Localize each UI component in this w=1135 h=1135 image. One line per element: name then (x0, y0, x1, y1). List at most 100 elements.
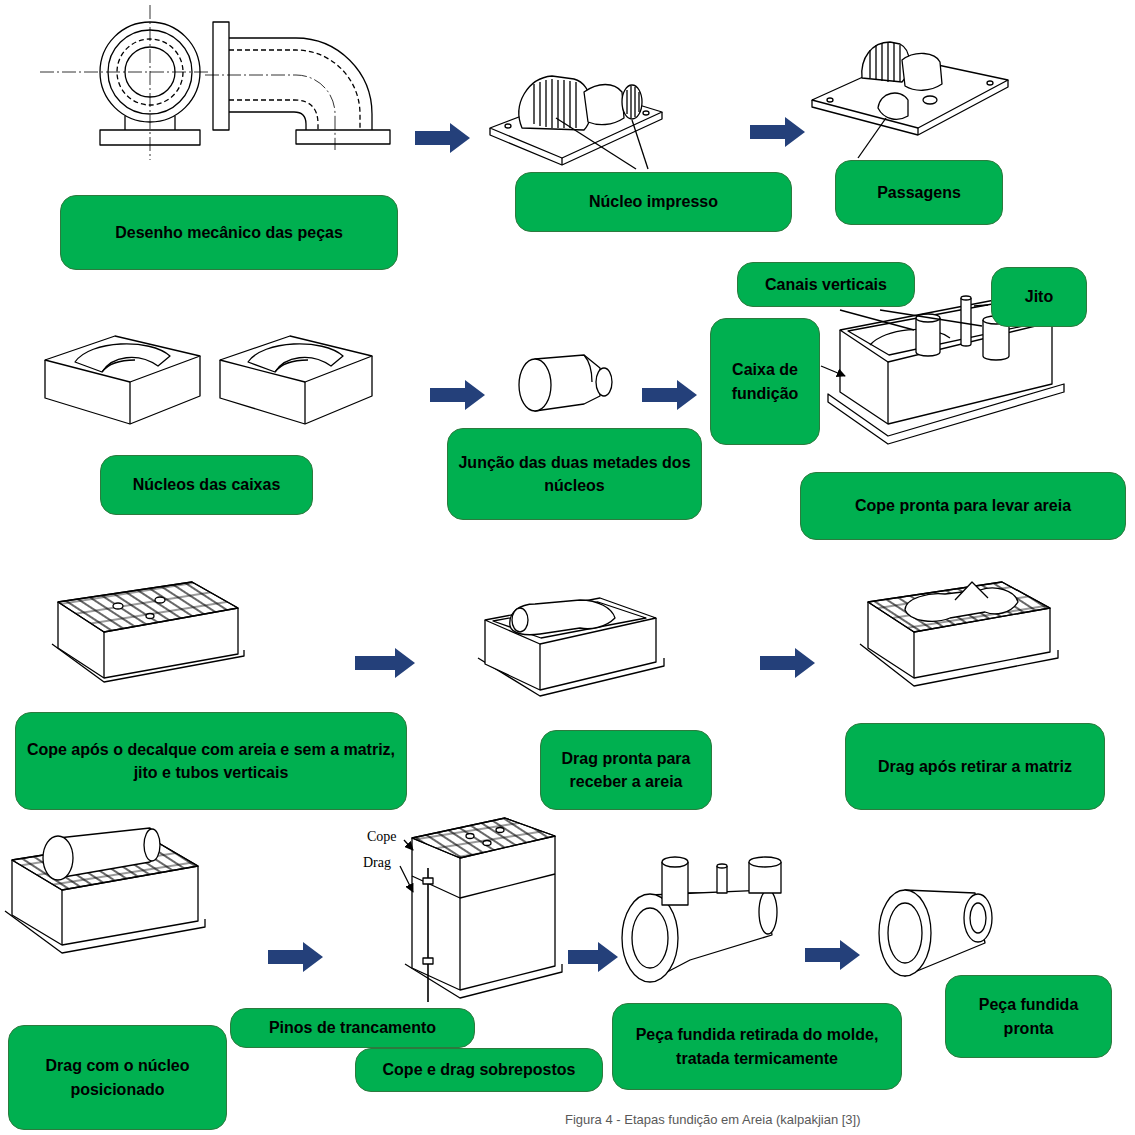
core-box (275, 360, 308, 372)
step-box: Caixa de fundição (710, 318, 820, 445)
mechanical-drawing (40, 5, 390, 160)
sanded-drag (868, 582, 1050, 632)
gating-plate (902, 53, 942, 90)
raw-casting (717, 864, 727, 868)
raw-casting (759, 890, 777, 934)
drag-with-core (61, 890, 62, 945)
finished-casting (970, 903, 986, 933)
drag-with-core (5, 828, 205, 953)
mechanical-drawing (229, 100, 318, 130)
sanded-drag (955, 582, 988, 600)
core-box (75, 344, 170, 372)
mechanical-drawing (205, 75, 335, 150)
step-box: Pinos de trancamento (230, 1008, 475, 1048)
mechanical-drawing (100, 22, 200, 122)
drag-flask (485, 598, 656, 644)
raw-casting (632, 908, 668, 968)
step-label: Canais verticais (765, 273, 887, 296)
step-box: Cope pronta para levar areia (800, 472, 1126, 540)
mechanical-drawing (150, 5, 151, 160)
leader-line (400, 866, 413, 892)
drag-flask (478, 598, 664, 696)
raw-casting (622, 857, 781, 982)
step-label: Pinos de trancamento (269, 1016, 436, 1039)
cope-flask (887, 362, 888, 424)
step-arrow (268, 942, 323, 972)
gating-plate (827, 98, 833, 102)
leader-line (400, 840, 413, 892)
pattern-plate (505, 124, 511, 128)
core-box (45, 336, 200, 382)
part-label: Drag (362, 855, 392, 871)
leader-line (858, 118, 886, 158)
step-label: Desenho mecânico das peças (115, 221, 343, 244)
finished-casting (879, 890, 931, 976)
closed-flask (466, 834, 474, 839)
core-box (220, 336, 372, 382)
closed-flask (412, 818, 555, 858)
pattern-plate (490, 76, 662, 165)
leader-line (556, 118, 648, 169)
raw-casting (662, 862, 688, 905)
mechanical-drawing (213, 22, 229, 130)
step-label: Cope após o decalque com areia e sem a m… (26, 738, 396, 784)
step-label: Peça fundida retirada do molde, tratada … (623, 1023, 891, 1069)
step-box: Junção das duas metades dos núcleos (447, 428, 702, 520)
step-label: Peça fundida pronta (956, 993, 1101, 1039)
sanded-drag (913, 632, 914, 678)
sanded-drag (868, 582, 1050, 632)
step-label: Drag pronta para receber a areia (551, 747, 701, 793)
leader-line (858, 118, 886, 158)
pattern-plate (519, 76, 591, 130)
mechanical-drawing (117, 39, 183, 105)
step-box: Desenho mecânico das peças (60, 195, 398, 270)
mechanical-drawing (100, 130, 200, 145)
sanded-cope (58, 582, 238, 632)
closed-flask (423, 878, 433, 884)
gating-plate (812, 42, 1008, 135)
closed-flask (412, 818, 555, 858)
step-label: Junção das duas metades dos núcleos (458, 451, 691, 497)
closed-flask (427, 868, 429, 1002)
sanded-drag (868, 582, 1050, 632)
closed-flask (412, 818, 555, 858)
core (596, 368, 612, 396)
sanded-cope (58, 582, 238, 632)
pattern-plate (622, 85, 642, 119)
raw-casting (749, 857, 781, 867)
sanded-drag (868, 582, 1050, 632)
raw-casting (662, 857, 688, 867)
closed-flask (405, 818, 562, 1002)
sanded-cope (58, 582, 238, 632)
gating-plate (870, 42, 900, 82)
cope-flask (961, 298, 971, 346)
core-box (129, 382, 130, 424)
step-box: Núcleos das caixas (100, 455, 313, 515)
raw-casting (717, 866, 727, 893)
core-box (45, 336, 372, 424)
mechanical-drawing (125, 47, 175, 97)
leader-line (404, 840, 413, 850)
step-label: Núcleos das caixas (133, 473, 281, 496)
leader-line (632, 120, 648, 169)
gating-plate (878, 93, 908, 119)
finished-casting (879, 890, 992, 976)
core (519, 355, 612, 411)
step-label: Passagens (877, 181, 961, 204)
step-label: Núcleo impresso (589, 190, 718, 213)
closed-flask (459, 858, 460, 990)
pattern-plate (561, 158, 562, 165)
drag-with-core (43, 836, 73, 880)
mechanical-drawing (108, 30, 192, 114)
step-label: Cope e drag sobrepostos (383, 1058, 576, 1081)
mechanical-drawing (229, 50, 360, 130)
figure-caption: Figura 4 - Etapas fundição em Areia (kal… (565, 1112, 861, 1127)
gating-plate (923, 96, 937, 104)
step-arrow (805, 940, 860, 970)
mechanical-drawing (229, 38, 372, 130)
sanded-cope (52, 582, 244, 682)
closed-flask (496, 828, 504, 833)
sanded-cope (155, 597, 165, 603)
step-arrow (430, 380, 485, 410)
mechanical-drawing (296, 130, 390, 144)
